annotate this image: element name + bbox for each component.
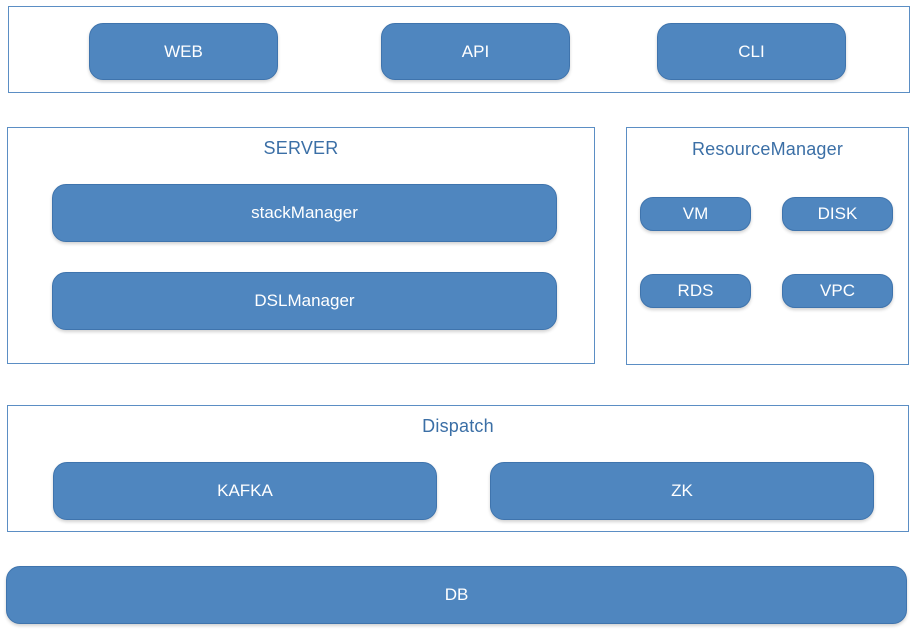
server-panel: SERVER stackManager DSLManager [7, 127, 595, 364]
stack-manager-node: stackManager [52, 184, 557, 242]
server-title: SERVER [263, 138, 339, 158]
vm-node: VM [640, 197, 751, 231]
api-node: API [381, 23, 570, 80]
zk-node: ZK [490, 462, 874, 520]
clients-layer: WEB API CLI [8, 6, 910, 93]
kafka-node: KAFKA [53, 462, 437, 520]
disk-node: DISK [782, 197, 893, 231]
dsl-manager-node: DSLManager [52, 272, 557, 330]
web-node: WEB [89, 23, 278, 80]
db-node: DB [6, 566, 907, 624]
vpc-node: VPC [782, 274, 893, 308]
cli-node: CLI [657, 23, 846, 80]
dispatch-panel: Dispatch KAFKA ZK [7, 405, 909, 532]
rds-node: RDS [640, 274, 751, 308]
resource-manager-panel: ResourceManager VM DISK RDS VPC [626, 127, 909, 365]
dispatch-title: Dispatch [422, 416, 494, 436]
resource-manager-title: ResourceManager [691, 139, 844, 159]
